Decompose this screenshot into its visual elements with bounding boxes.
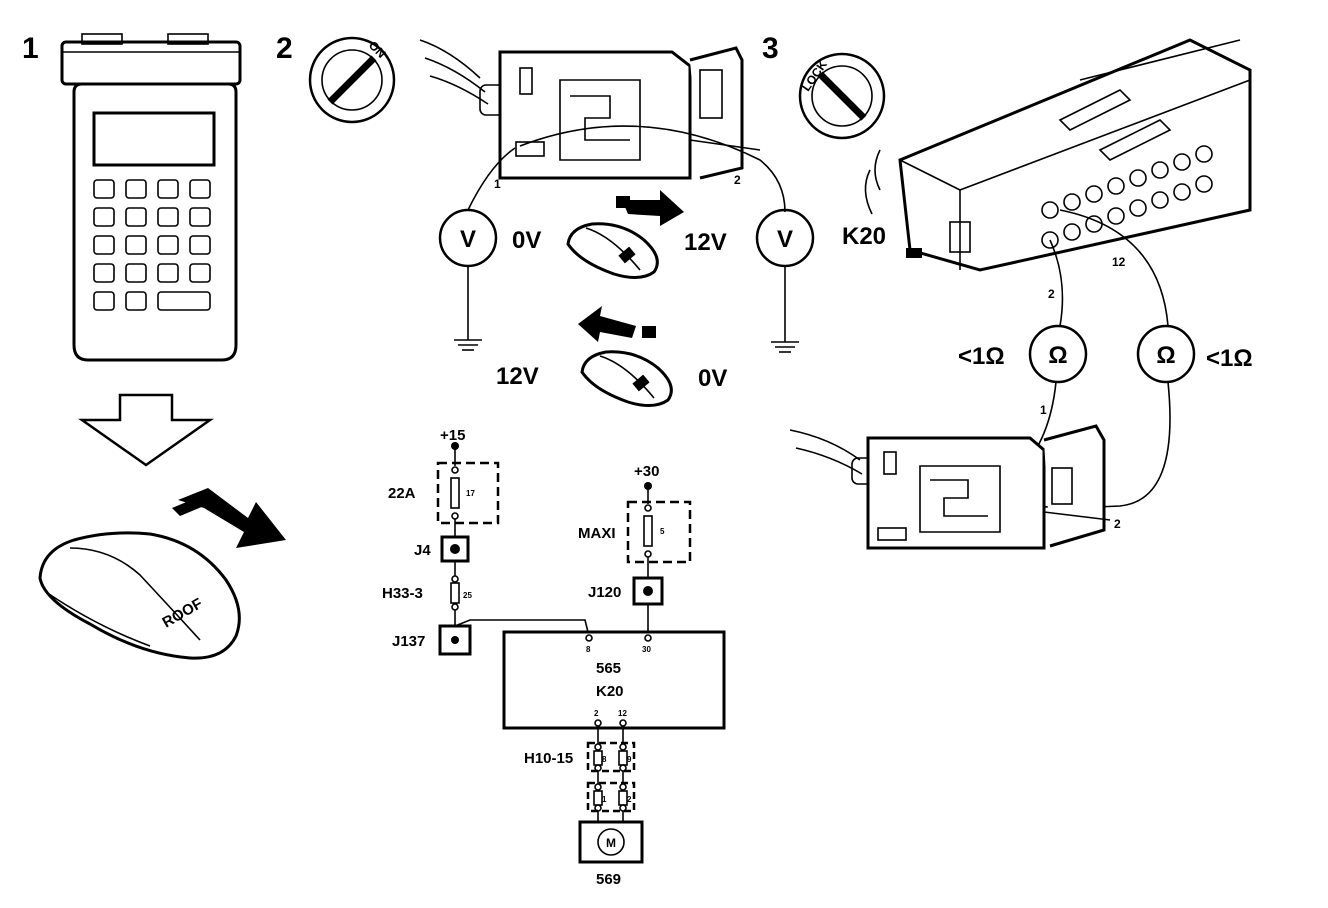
motor-symbol: M	[606, 836, 616, 850]
relay-connector-bottom-icon	[789, 424, 1111, 550]
reading-row2-left: 12V	[496, 363, 539, 390]
motor-icon	[597, 828, 625, 856]
fuse-maxi-label: MAXI	[578, 525, 616, 542]
junction-j120-label: J120	[588, 584, 621, 601]
press-arrow-icon	[172, 488, 286, 548]
supply-plus30-label: +30	[634, 463, 659, 480]
connector-k20-label: K20	[842, 223, 886, 250]
circuit-schematic: +15 17 22A J4 25 H33-3 J137 +30 5 MAXI	[382, 427, 726, 888]
connector-h33-3-label: H33-3	[382, 585, 423, 602]
k20-pin-30: 30	[642, 645, 651, 654]
motor-id-569: 569	[596, 871, 621, 888]
roof-button-small-icon-2	[580, 350, 673, 407]
connector-h33-3	[450, 582, 460, 604]
roof-button-icon: ROOF	[38, 531, 241, 660]
k20-pin-12-bottom: 12	[618, 709, 627, 718]
h10-15-pin-2: 2	[627, 795, 632, 804]
ohmmeter-left: Ω	[1028, 324, 1088, 384]
step-number-1: 1	[22, 32, 39, 65]
voltmeter-right-symbol: V	[777, 226, 793, 253]
k20-pin-2-bottom: 2	[594, 709, 599, 718]
step-number-2: 2	[276, 32, 293, 65]
maxi-fuse-icon	[643, 515, 653, 547]
module-name-k20: K20	[596, 683, 624, 700]
h10-15-pin-9: 9	[627, 755, 632, 764]
ohmmeter-right-symbol: Ω	[1156, 342, 1175, 369]
connector-h10-15-label: H10-15	[524, 750, 573, 767]
roof-button-small-icon	[566, 222, 659, 279]
probe-lead-left	[467, 147, 516, 211]
reading-row1-left: 0V	[512, 227, 541, 254]
down-arrow-icon	[78, 393, 214, 467]
resistance-reading-right: <1Ω	[1206, 345, 1253, 372]
fuse-box-maxi	[626, 500, 692, 564]
resistance-reading-left: <1Ω	[958, 343, 1005, 370]
ignition-switch-on-icon: ON	[308, 36, 396, 124]
step-number-3: 3	[762, 32, 779, 65]
panel-3: 3 LOCK K2	[762, 32, 1253, 550]
ohmmeter-right: Ω	[1136, 324, 1196, 384]
panel-1: 1	[22, 32, 286, 660]
press-arrow-left-icon	[578, 306, 656, 342]
voltmeter-left: V	[438, 208, 498, 351]
ground-icon	[771, 341, 799, 353]
voltmeter-right: V	[755, 208, 815, 353]
maxi-fuse-pin: 5	[660, 527, 665, 536]
panel-2: 2 ON 1 2 V	[276, 32, 815, 407]
reading-row1-right: 12V	[684, 229, 727, 256]
diagnostic-tester-icon	[60, 33, 242, 362]
ground-icon	[454, 339, 482, 351]
relay-pin-1: 1	[494, 177, 501, 191]
probe-lead-pin2	[1049, 239, 1064, 327]
probe-lead-right	[519, 125, 786, 213]
ignition-switch-lock-icon: LOCK	[798, 52, 886, 140]
k20-pin-2: 2	[1048, 287, 1055, 301]
relay-pin-1-bottom: 1	[1040, 403, 1047, 417]
reading-row2-right: 0V	[698, 365, 727, 392]
k20-module-connector-icon	[864, 38, 1252, 272]
press-arrow-right-icon	[616, 190, 684, 226]
supply-plus15-label: +15	[440, 427, 465, 444]
junction-j137-label: J137	[392, 633, 425, 650]
voltmeter-left-symbol: V	[460, 226, 476, 253]
h10-15-pin-1: 1	[602, 795, 607, 804]
relay-pin-2: 2	[734, 173, 741, 187]
junction-j4-label: J4	[414, 542, 431, 559]
module-id-565: 565	[596, 660, 621, 677]
h33-3-pin: 25	[463, 591, 472, 600]
relay-pin-2-bottom: 2	[1114, 517, 1121, 531]
connector-h10-15-lower	[586, 781, 636, 813]
probe-lead-pin12	[1059, 209, 1169, 327]
relay-connector-icon	[419, 39, 761, 180]
fuse-icon	[450, 477, 460, 509]
h10-15-pin-8: 8	[602, 755, 607, 764]
connector-h10-15-upper	[586, 741, 636, 773]
k20-module-box	[502, 630, 726, 730]
k20-pin-12: 12	[1112, 255, 1126, 269]
fuse-22a-pin: 17	[466, 489, 475, 498]
k20-pin-8: 8	[586, 645, 591, 654]
wire-j137-to-k20	[454, 619, 590, 637]
ohmmeter-left-symbol: Ω	[1048, 342, 1067, 369]
fuse-box-22a	[436, 461, 500, 525]
fuse-22a-label: 22A	[388, 485, 416, 502]
